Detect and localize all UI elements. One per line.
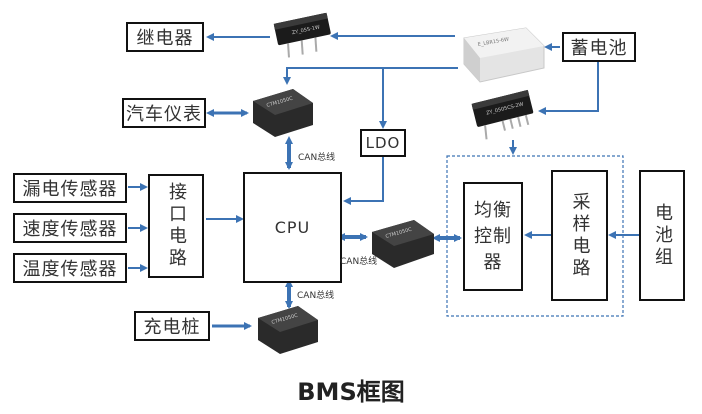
dcdc-sip-module-right: ZY_0505CS-2W <box>471 89 534 140</box>
can-transceiver-bottom: CTM1050C <box>258 306 318 354</box>
leak-sensor-box: 漏电传感器 <box>13 173 127 203</box>
diagram-title: BMS框图 <box>297 378 405 406</box>
charger-box: 充电桩 <box>134 311 210 341</box>
ldo-box: LDO <box>360 129 406 157</box>
relay-box: 继电器 <box>126 22 204 52</box>
battery-pack-box: 电池组 <box>639 170 685 301</box>
battery-box: 蓄电池 <box>562 32 636 62</box>
cpu-box: CPU <box>243 172 342 283</box>
balance-group-dashed-border <box>446 155 624 317</box>
dcdc-sip-module-top: ZY_05S-1W <box>273 12 331 58</box>
svg-text:ZY_05S-1W: ZY_05S-1W <box>291 24 320 36</box>
balance-controller-box: 均衡控制器 <box>463 182 523 291</box>
svg-text:E_LBR15-6W: E_LBR15-6W <box>477 37 509 48</box>
can-bus-label-bottom: CAN总线 <box>297 291 335 301</box>
speed-sensor-box: 速度传感器 <box>13 213 127 243</box>
can-transceiver-mid: CTM1050C <box>372 220 434 268</box>
wire-battery-sip <box>538 62 599 115</box>
can-bus-label-top: CAN总线 <box>298 153 336 163</box>
can-transceiver-top: CTM1050C <box>253 89 313 137</box>
temp-sensor-box: 温度传感器 <box>13 253 127 283</box>
wire-dcdc-can-top <box>283 67 458 85</box>
can-bus-label-mid: CAN总线 <box>340 257 378 267</box>
sampling-circuit-box: 采样电路 <box>551 170 608 301</box>
interface-circuit-box: 接口电路 <box>148 174 204 278</box>
dcdc-metal-module: E_LBR15-6W <box>463 27 545 83</box>
wire-ldo-cpu <box>343 157 384 205</box>
car-meter-box: 汽车仪表 <box>122 98 206 128</box>
